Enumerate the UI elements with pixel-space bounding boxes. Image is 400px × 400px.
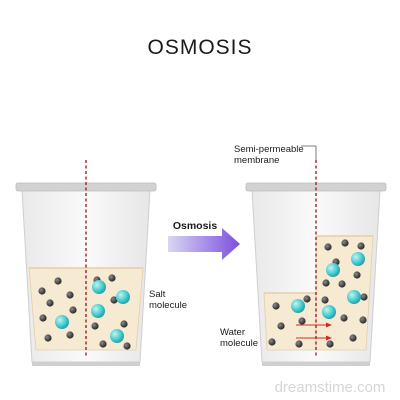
- right-beaker-right-solution: [315, 235, 374, 351]
- water-molecule: [322, 279, 330, 287]
- membrane-label: Semi-permeable membrane: [234, 144, 306, 166]
- water-molecule: [110, 296, 118, 304]
- water-molecule: [338, 280, 346, 288]
- water-molecule: [108, 274, 116, 282]
- membrane-label-line2: membrane: [234, 155, 279, 166]
- osmosis-arrow: [168, 228, 240, 260]
- water-molecule: [353, 271, 361, 279]
- water-molecule: [123, 342, 131, 350]
- salt-molecule: [322, 305, 336, 319]
- water-label-line2: molecule: [220, 338, 258, 349]
- water-molecule: [272, 302, 280, 310]
- water-molecule: [69, 306, 77, 314]
- water-molecule: [341, 239, 349, 247]
- left-beaker-base: [32, 362, 140, 366]
- water-molecule-label: Water molecule: [220, 327, 258, 349]
- membrane-label-line1: Semi-permeable: [234, 144, 304, 155]
- water-molecule: [360, 293, 368, 301]
- salt-molecule: [347, 290, 361, 304]
- water-molecule: [298, 317, 306, 325]
- right-beaker-base: [262, 362, 370, 366]
- water-molecule: [38, 287, 46, 295]
- salt-label-line2: molecule: [149, 300, 187, 311]
- water-molecule: [326, 340, 334, 348]
- water-molecule: [295, 340, 303, 348]
- salt-label-line1: Salt: [149, 289, 166, 300]
- salt-molecule: [326, 263, 340, 277]
- salt-molecule: [291, 299, 305, 313]
- flow-arrow-head: [326, 335, 332, 341]
- water-molecule: [54, 277, 62, 285]
- water-label-line1: Water: [220, 327, 245, 338]
- watermark-text: dreamstime.com: [275, 379, 386, 396]
- water-molecule: [268, 338, 276, 346]
- water-molecule: [277, 322, 285, 330]
- diagram-title: OSMOSIS: [147, 36, 252, 59]
- water-molecule: [349, 334, 357, 342]
- salt-molecule: [110, 329, 124, 343]
- salt-molecule: [116, 290, 130, 304]
- salt-molecule: [92, 280, 106, 294]
- salt-molecule: [55, 315, 69, 329]
- water-molecule: [357, 242, 365, 250]
- flow-arrow-head: [326, 322, 332, 328]
- water-molecule: [324, 243, 332, 251]
- water-molecule: [66, 331, 74, 339]
- water-molecule: [91, 322, 99, 330]
- water-molecule: [66, 291, 74, 299]
- water-molecule: [120, 320, 128, 328]
- water-flow-arrows: [296, 322, 332, 341]
- water-molecule: [39, 314, 47, 322]
- water-molecule: [99, 340, 107, 348]
- water-molecule: [340, 314, 348, 322]
- water-molecule: [46, 299, 54, 307]
- left-molecules: [38, 274, 131, 350]
- water-molecule: [359, 316, 367, 324]
- salt-molecule: [351, 252, 365, 266]
- salt-molecule: [91, 304, 105, 318]
- osmosis-arrow-label: Osmosis: [173, 220, 218, 232]
- water-molecule: [321, 296, 329, 304]
- water-molecule: [303, 295, 311, 303]
- right-molecules: [268, 239, 368, 348]
- salt-molecule-label: Salt molecule: [149, 289, 187, 311]
- water-molecule: [44, 334, 52, 342]
